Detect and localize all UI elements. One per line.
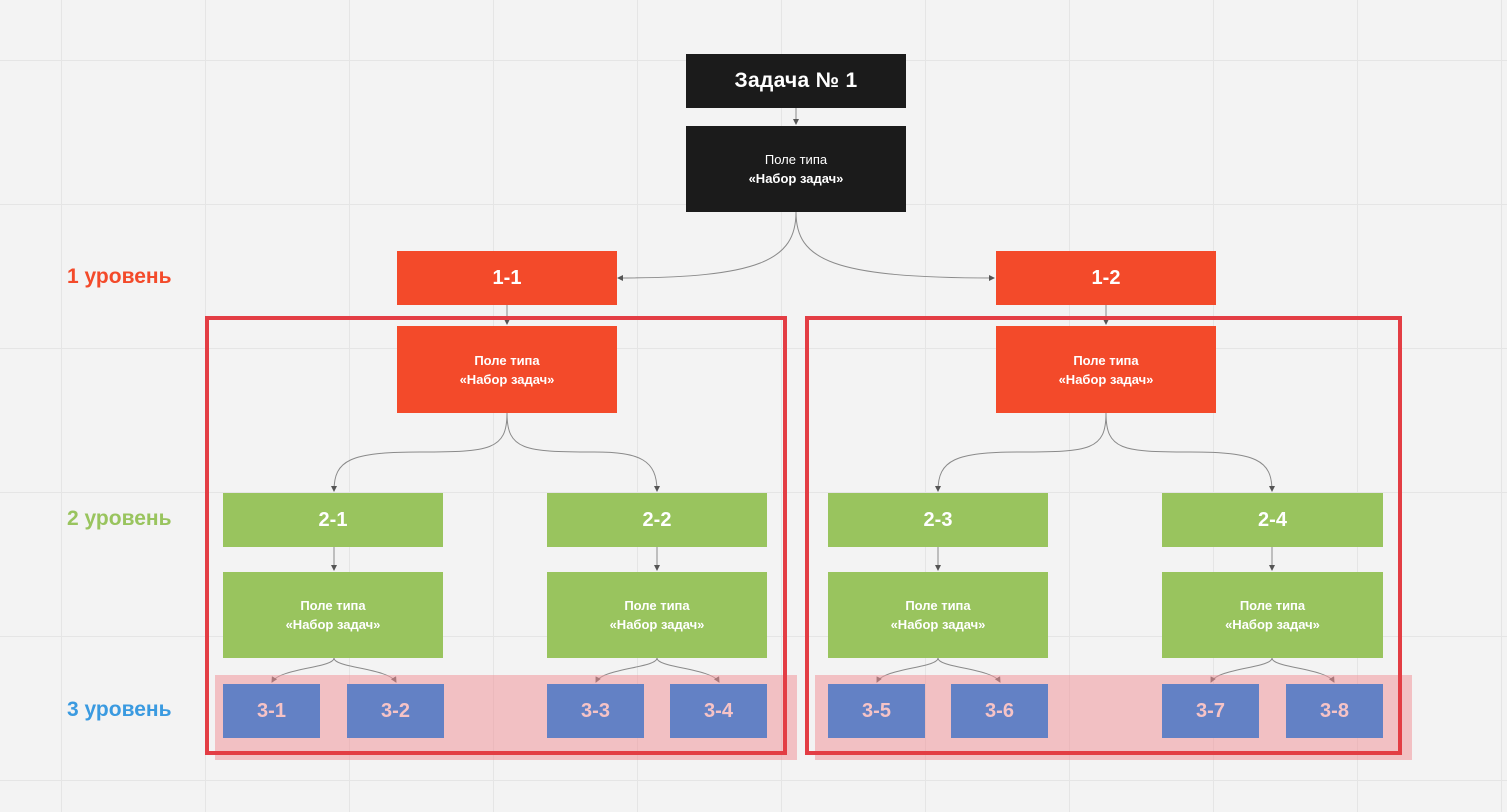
field-text: Поле типа «Набор задач» <box>460 351 555 389</box>
field-text: Поле типа «Набор задач» <box>1225 596 1320 634</box>
field-type-label: Поле типа <box>1239 598 1306 613</box>
field-type-value: «Набор задач» <box>1058 371 1154 387</box>
root-field-node[interactable]: Поле типа «Набор задач» <box>686 126 906 212</box>
node-id: 1-2 <box>1091 266 1121 289</box>
node-1-1-field[interactable]: Поле типа «Набор задач» <box>397 326 617 413</box>
root-title-node[interactable]: Задача № 1 <box>686 54 906 108</box>
node-3-2[interactable]: 3-2 <box>347 684 444 738</box>
node-2-4[interactable]: 2-4 <box>1162 493 1383 547</box>
field-type-value: «Набор задач» <box>1225 617 1320 632</box>
node-2-3[interactable]: 2-3 <box>828 493 1048 547</box>
field-type-value: «Набор задач» <box>609 617 705 632</box>
level-label-1: 1 уровень <box>67 265 172 288</box>
node-3-7[interactable]: 3-7 <box>1162 684 1259 738</box>
field-type-value: «Набор задач» <box>285 617 381 632</box>
field-type-value: «Набор задач» <box>890 617 986 632</box>
group-frame-1-2 <box>805 316 1402 755</box>
field-text: Поле типа «Набор задач» <box>891 596 986 634</box>
node-id: 3-3 <box>581 699 610 722</box>
field-type-label: Поле типа <box>474 352 540 368</box>
node-id: 2-3 <box>923 508 953 531</box>
node-1-1[interactable]: 1-1 <box>397 251 617 305</box>
level-label-3: 3 уровень <box>67 698 172 721</box>
node-id: 3-4 <box>704 699 733 722</box>
field-text: Поле типа «Набор задач» <box>610 596 705 634</box>
field-type-label: Поле типа <box>300 598 366 613</box>
node-id: 3-6 <box>985 699 1014 722</box>
node-2-4-field[interactable]: Поле типа «Набор задач» <box>1162 572 1383 658</box>
node-3-3[interactable]: 3-3 <box>547 684 644 738</box>
root-field-text: Поле типа «Набор задач» <box>749 150 844 188</box>
node-2-1-field[interactable]: Поле типа «Набор задач» <box>223 572 443 658</box>
node-3-1[interactable]: 3-1 <box>223 684 320 738</box>
node-2-1[interactable]: 2-1 <box>223 493 443 547</box>
field-type-label: Поле типа <box>624 598 690 613</box>
field-type-value: «Набор задач» <box>748 171 844 186</box>
node-id: 3-2 <box>381 699 410 722</box>
field-type-label: Поле типа <box>1073 352 1139 368</box>
group-frame-1-1 <box>205 316 787 755</box>
node-id: 3-5 <box>862 699 891 722</box>
node-id: 3-1 <box>257 699 286 722</box>
root-title: Задача № 1 <box>734 69 858 92</box>
field-type-label: Поле типа <box>905 598 971 613</box>
field-text: Поле типа «Набор задач» <box>1059 351 1154 389</box>
node-3-6[interactable]: 3-6 <box>951 684 1048 738</box>
field-text: Поле типа «Набор задач» <box>286 596 381 634</box>
field-type-value: «Набор задач» <box>459 371 555 387</box>
level-label-2: 2 уровень <box>67 507 172 530</box>
node-id: 1-1 <box>492 266 522 289</box>
node-1-2-field[interactable]: Поле типа «Набор задач» <box>996 326 1216 413</box>
node-id: 3-7 <box>1196 699 1225 722</box>
node-3-5[interactable]: 3-5 <box>828 684 925 738</box>
field-type-label: Поле типа <box>764 152 828 167</box>
node-id: 2-2 <box>642 508 672 531</box>
node-2-2-field[interactable]: Поле типа «Набор задач» <box>547 572 767 658</box>
node-2-2[interactable]: 2-2 <box>547 493 767 547</box>
node-2-3-field[interactable]: Поле типа «Набор задач» <box>828 572 1048 658</box>
node-1-2[interactable]: 1-2 <box>996 251 1216 305</box>
node-id: 2-1 <box>318 508 348 531</box>
node-3-8[interactable]: 3-8 <box>1286 684 1383 738</box>
node-id: 2-4 <box>1258 508 1287 531</box>
node-id: 3-8 <box>1320 699 1349 722</box>
node-3-4[interactable]: 3-4 <box>670 684 767 738</box>
